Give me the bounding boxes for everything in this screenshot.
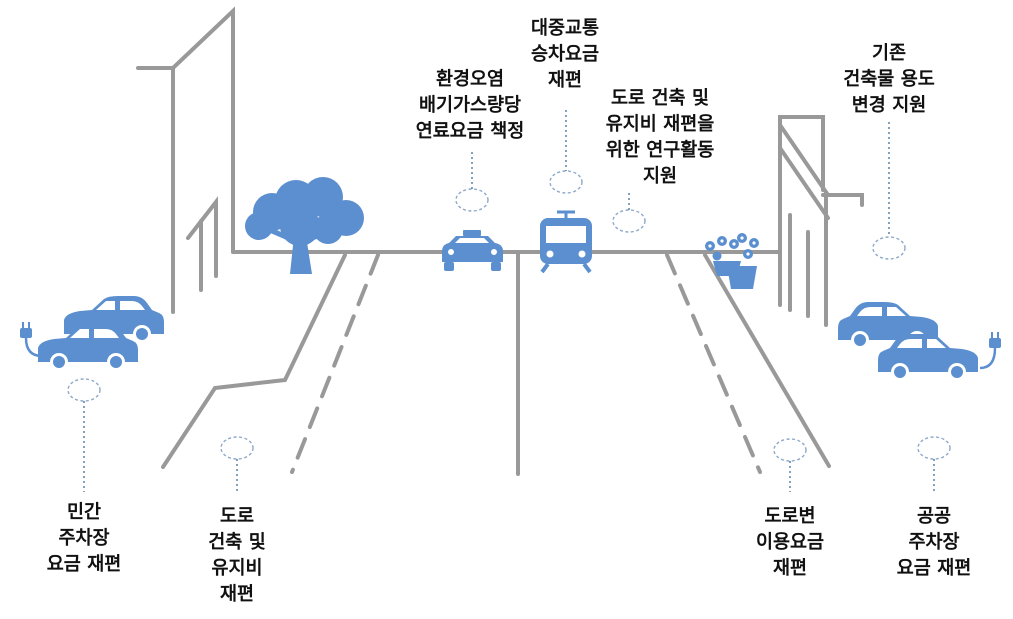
label-line: 주차장: [908, 532, 960, 553]
label-road-maintenance: 도로 건축 및 유지비 재편: [208, 504, 266, 608]
label-transit-fares: 대중교통 승차요금 재편: [531, 16, 599, 94]
dotted-connectors: [83, 110, 935, 492]
label-line: 건축 및: [208, 532, 266, 553]
label-line: 요금 재편: [896, 558, 972, 579]
label-line: 연료요금 책정: [415, 121, 525, 142]
tree-icon: [245, 177, 364, 274]
label-line: 주차장: [58, 528, 110, 549]
label-line: 요금 재편: [46, 554, 122, 575]
right-tall-building: [778, 115, 825, 307]
label-line: 공공: [916, 506, 952, 527]
label-line: 재편: [219, 584, 255, 605]
left-cars: [38, 296, 164, 371]
marker-road-maintenance: [220, 436, 254, 460]
right-road-edge: [703, 253, 831, 468]
left-road-edge: [161, 253, 347, 469]
label-research-support: 도로 건축 및 유지비 재편을 위한 연구활동 지원: [606, 86, 715, 190]
label-public-parking: 공공 주차장 요금 재편: [897, 504, 972, 582]
right-building-roof-2: [778, 146, 830, 220]
label-building-conversion: 기존 건축물 용도 변경 지원: [843, 41, 935, 119]
taxi-icon: [442, 230, 503, 271]
label-line: 유지비 재편을: [605, 114, 715, 135]
label-line: 도로: [219, 506, 255, 527]
left-small-building: [186, 196, 218, 278]
label-line: 재편: [772, 558, 808, 579]
right-cars: [838, 302, 978, 381]
label-line: 유지비: [211, 558, 263, 579]
label-line: 환경오염: [435, 69, 505, 90]
marker-public-parking: [917, 436, 951, 460]
marker-building-conversion: [872, 236, 906, 260]
marker-transit-fares: [549, 170, 583, 194]
right-building-roof-1: [778, 123, 830, 197]
label-roadside-fees: 도로변 이용요금 재편: [756, 504, 824, 582]
location-markers: [67, 170, 951, 462]
flower-pot-icon: [705, 233, 759, 289]
label-line: 지원: [642, 166, 678, 187]
label-emission-fuel-pricing: 환경오염 배기가스량당 연료요금 책정: [416, 67, 525, 145]
label-line: 민간: [66, 502, 102, 523]
label-line: 도로 건축 및: [611, 88, 709, 109]
label-private-parking: 민간 주차장 요금 재편: [47, 500, 122, 578]
right-small-building: [821, 193, 864, 207]
car-icon: [878, 334, 978, 381]
label-line: 배기가스량당: [418, 95, 522, 116]
marker-emission-fuel-pricing: [455, 188, 489, 212]
left-lane-dashes: [290, 253, 380, 474]
ev-plug-icon: [979, 332, 1001, 370]
label-line: 대중교통: [530, 18, 600, 39]
street-outline: [136, 6, 864, 476]
label-line: 도로변: [764, 506, 816, 527]
label-line: 위한 연구활동: [605, 140, 715, 161]
left-tall-building: [136, 6, 235, 254]
label-line: 이용요금: [755, 532, 825, 553]
label-line: 변경 지원: [851, 95, 927, 116]
right-lane-dashes: [665, 253, 762, 474]
tram-icon: [540, 210, 592, 274]
label-line: 재편: [547, 70, 583, 91]
marker-roadside-fees: [773, 438, 807, 462]
label-line: 건축물 용도: [843, 69, 935, 90]
label-line: 기존: [871, 43, 907, 64]
label-line: 승차요금: [530, 44, 600, 65]
ev-plug-icon: [20, 322, 43, 358]
marker-research-support: [612, 209, 646, 233]
marker-private-parking: [67, 378, 101, 402]
